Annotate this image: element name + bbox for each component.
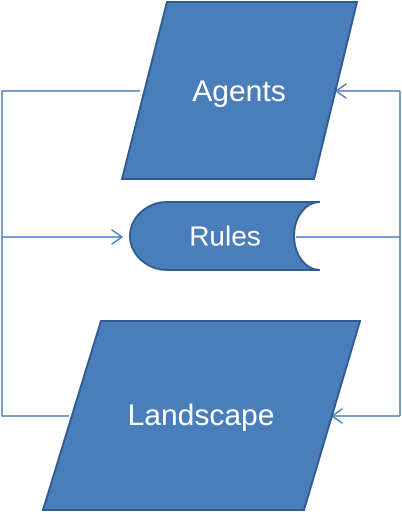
landscape-shape [41, 320, 362, 511]
agents-shape [120, 1, 359, 180]
agents-node[interactable]: Agents [120, 1, 359, 180]
rules-shape [129, 201, 321, 271]
landscape-label: Landscape [128, 399, 275, 432]
landscape-node[interactable]: Landscape [41, 320, 362, 511]
agents-label: Agents [192, 75, 285, 108]
left-loop-connector [1, 90, 140, 417]
rules-label: Rules [189, 220, 261, 251]
rules-node[interactable]: Rules [129, 201, 321, 271]
rules-left-arrowhead [111, 229, 123, 245]
